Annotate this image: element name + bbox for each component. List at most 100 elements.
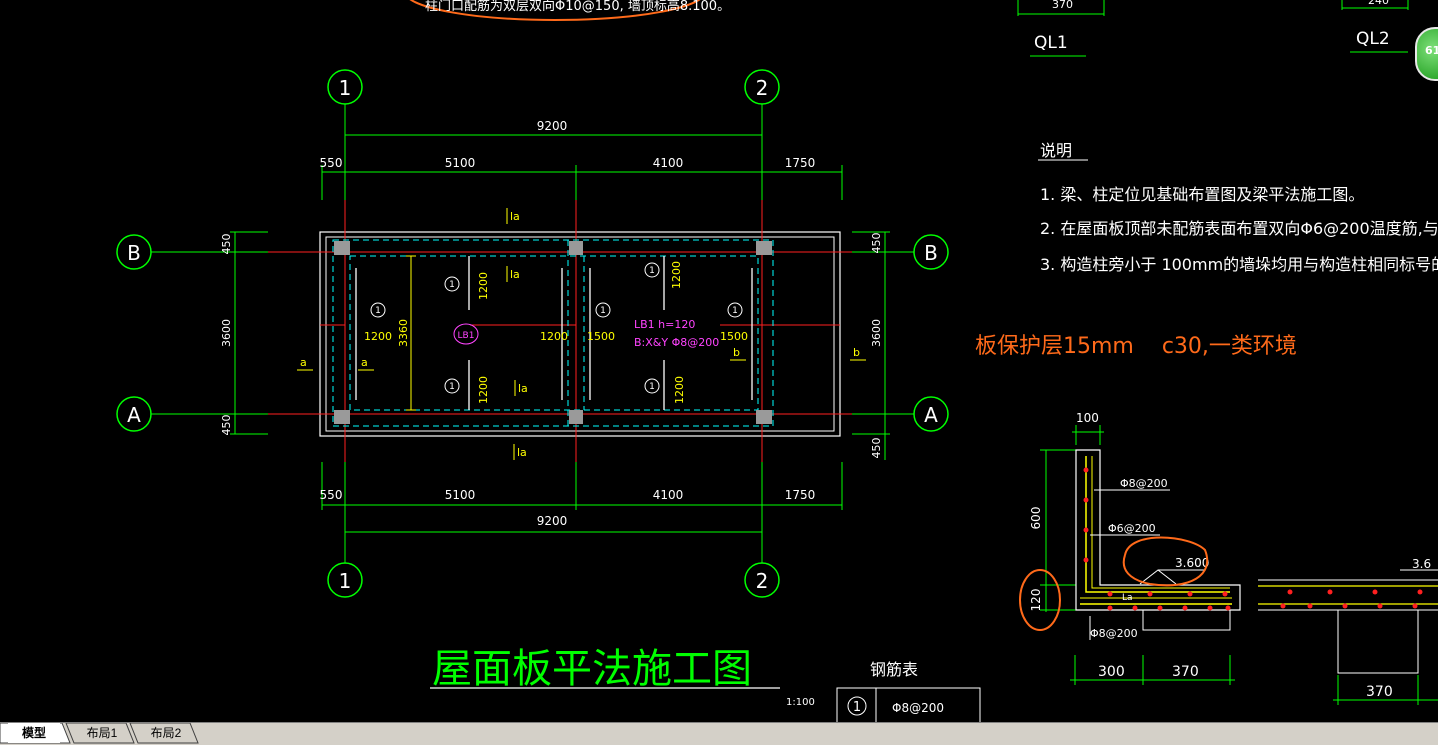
svg-text:B: B	[924, 241, 938, 265]
note-2: 2. 在屋面板顶部未配筋表面布置双向Φ6@200温度筋,与原顶部钢筋搭接	[1040, 219, 1438, 238]
svg-text:1: 1	[449, 382, 455, 392]
dim-370-top: 370	[1052, 0, 1073, 11]
svg-text:2: 2	[756, 569, 769, 593]
svg-text:1: 1	[600, 306, 606, 316]
detail-rebar-1: Φ8@200	[1120, 477, 1168, 490]
grid-axis-b-left: B	[116, 234, 152, 270]
rebar-table-spec: Φ8@200	[892, 701, 944, 715]
dim-total-top: 9200	[537, 119, 568, 133]
dim-550-top: 550	[320, 156, 343, 170]
svg-text:2: 2	[756, 76, 769, 100]
dim-300: 300	[1098, 664, 1125, 680]
detail-elev: 3.600	[1175, 556, 1209, 570]
tab-model[interactable]: 模型	[8, 723, 60, 743]
dim-4100-top: 4100	[653, 156, 684, 170]
dim-1750-bottom: 1750	[785, 488, 816, 502]
drawing-title: 屋面板平法施工图	[432, 646, 752, 692]
cover-annotation: 板保护层15mm c30,一类环境	[975, 334, 1297, 359]
tab-layout2[interactable]: 布局2	[150, 726, 182, 740]
bar-length: 1200	[540, 330, 568, 343]
dim-370: 370	[1172, 664, 1199, 680]
dim-3360: 3360	[397, 319, 410, 347]
note-3: 3. 构造柱旁小于 100mm的墙垛均用与构造柱相同标号的混凝土整体浇筑	[1040, 255, 1438, 274]
dim-5100-bottom: 5100	[445, 488, 476, 502]
dim-120: 120	[1029, 589, 1043, 612]
rebar-table-no: 1	[853, 700, 861, 715]
detail-elev-2: 3.6	[1412, 557, 1431, 571]
dim-100: 100	[1076, 411, 1099, 425]
grid-axis-b-right: B	[913, 234, 949, 270]
tab-layout1[interactable]: 布局1	[86, 726, 118, 740]
b-label: b	[853, 346, 860, 359]
bar-no-circle	[644, 378, 660, 394]
columns	[334, 241, 772, 424]
svg-text:B: B	[127, 241, 141, 265]
rebar-table: 钢筋表 1 Φ8@200	[836, 660, 981, 724]
dim-1750-top: 1750	[785, 156, 816, 170]
top-note: 柱门口配筋为双层双向Φ10@150, 墙顶标高8.100。	[425, 0, 730, 14]
svg-text:A: A	[924, 403, 938, 427]
dim-550-bottom: 550	[320, 488, 343, 502]
section-detail: 100 600 120 Φ8@200 Φ6@200 Φ8@200 La	[1019, 411, 1241, 685]
grid-axis-1-top: 1	[327, 69, 363, 105]
la-label: la	[510, 268, 520, 281]
detail-rebar-3: Φ8@200	[1090, 627, 1138, 640]
bar-length: 1200	[670, 261, 683, 289]
a-label: a	[300, 356, 307, 369]
detail-rebar-2: Φ6@200	[1108, 522, 1156, 535]
dim-450-left-top: 450	[220, 234, 233, 255]
detail-la: La	[1122, 593, 1133, 603]
la-label: la	[518, 382, 528, 395]
slab-tag-circle	[453, 323, 479, 345]
dim-240-top: 240	[1368, 0, 1389, 7]
svg-text:1: 1	[449, 280, 455, 290]
rebar-table-title: 钢筋表	[870, 660, 918, 679]
notes-heading: 说明	[1040, 141, 1072, 160]
drawing-scale: 1:100	[786, 697, 815, 708]
bar-length: 1200	[673, 376, 686, 404]
bar-length: 1200	[477, 272, 490, 300]
dim-370-right: 370	[1366, 684, 1393, 700]
svg-text:1: 1	[375, 306, 381, 316]
beam-outlines	[332, 239, 774, 427]
floating-badge[interactable]: 61	[1415, 27, 1438, 81]
grid-axis-a-right: A	[913, 396, 949, 432]
dim-450-right-top: 450	[870, 233, 883, 254]
bar-length: 1200	[364, 330, 392, 343]
svg-text:1: 1	[732, 306, 738, 316]
bar-no-circle	[727, 302, 743, 318]
bar-no-circle	[444, 378, 460, 394]
bar-no-circle	[595, 302, 611, 318]
bar-length: 1500	[720, 330, 748, 343]
rebar-marks	[355, 256, 753, 410]
a-label: a	[361, 356, 368, 369]
grid-axis-a-left: A	[116, 396, 152, 432]
dim-450-right-bottom: 450	[870, 438, 883, 459]
svg-text:1: 1	[339, 569, 352, 593]
grid-axis-2-bottom: 2	[744, 562, 780, 598]
bar-length: 1200	[477, 376, 490, 404]
dim-3600-left: 3600	[220, 319, 233, 347]
slab-tag: LB1	[458, 331, 475, 341]
section-detail-partial: 3.6 370	[1258, 557, 1438, 705]
markup-ellipse	[409, 0, 701, 21]
bar-no-circle	[370, 302, 386, 318]
la-label: la	[517, 446, 527, 459]
layout-tabbar: 模型 布局1 布局2	[0, 722, 1438, 745]
grid-axis-1-bottom: 1	[327, 562, 363, 598]
b-label: b	[733, 346, 740, 359]
dim-total-bottom: 9200	[537, 514, 568, 528]
dim-4100-bottom: 4100	[653, 488, 684, 502]
dim-3600-right: 3600	[870, 319, 883, 347]
slab-rebar: B:X&Y Φ8@200	[634, 336, 719, 349]
slab-label: LB1 h=120	[634, 318, 695, 331]
cad-model-space[interactable]: 柱门口配筋为双层双向Φ10@150, 墙顶标高8.100。 370 QL1 24…	[0, 0, 1438, 724]
svg-text:1: 1	[649, 382, 655, 392]
dim-5100-top: 5100	[445, 156, 476, 170]
section-label-ql1: QL1	[1034, 33, 1068, 53]
grid-axis-2-top: 2	[744, 69, 780, 105]
dim-600: 600	[1029, 507, 1043, 530]
slab-outline	[319, 231, 841, 437]
bar-length: 1500	[587, 330, 615, 343]
la-label: la	[510, 210, 520, 223]
